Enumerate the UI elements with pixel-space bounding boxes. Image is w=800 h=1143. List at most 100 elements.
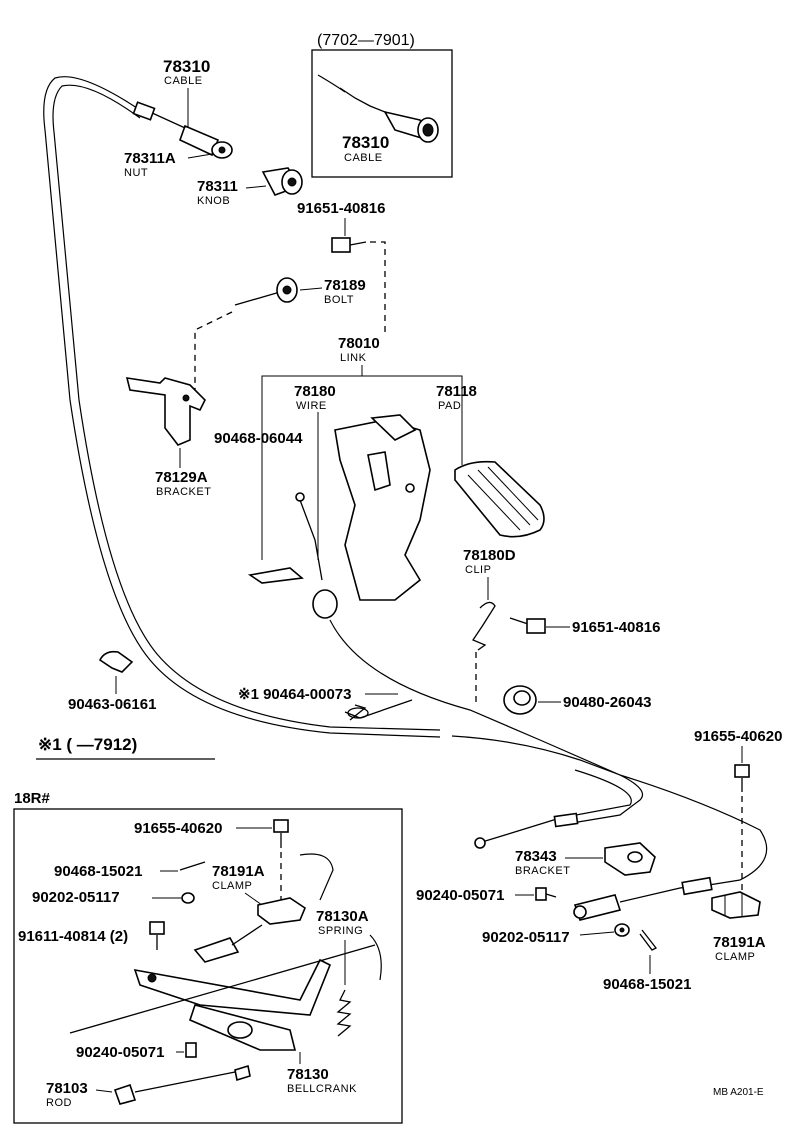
rod-body [134,1071,236,1093]
part-number: 91655-40620 [694,728,782,745]
wire-end-ball [295,492,305,502]
pedal-arm-slot [367,451,391,492]
inset-frame [311,49,453,178]
cable-top-sleeve [132,101,156,121]
tie-wire [344,699,413,721]
part-number: 90480-26043 [563,694,651,711]
lever-eye [573,905,587,919]
part-name: PAD [438,400,461,412]
leader-78311 [245,185,267,189]
part-90468-15021-right: 90468-15021 [603,929,691,993]
part-name: BRACKET [515,865,570,877]
dashed-link-91651 [370,241,386,335]
part-91651-top: 91651-40816 [297,200,386,335]
clip-90468-shape [247,567,304,584]
part-90464: ※1 90464-00073 [238,686,413,721]
part-78191A-right: 78191A CLAMP [711,891,766,963]
part-number: 91655-40620 [134,820,222,837]
part-90480: 90480-26043 [503,685,651,715]
pin-shank [545,893,557,898]
part-name: CLIP [465,564,491,576]
bellcrank-plate [133,958,332,1016]
part-number: 91611-40814 (2) [18,928,128,945]
cable-to-clip [559,774,644,826]
sheet-code: MB A201-E [713,1087,764,1098]
cable-loop-inner [52,84,441,731]
part-number: 90468-15021 [603,976,691,993]
cable-top-nut-hole [218,146,226,154]
part-number: 78010 [338,335,380,352]
dashed-link-78189 [194,311,233,395]
part-name: CABLE [164,75,203,87]
bolt-shank [349,241,367,246]
wire-cable-run [329,619,621,776]
part-number: 90240-05071 [416,887,504,904]
bolt-head [734,764,750,778]
link-group-bracket [261,375,463,560]
box-long-rod [69,944,376,1034]
part-number: 90202-05117 [32,889,120,906]
part-90240-right: 90240-05071 [416,887,557,904]
pad-rib-3 [487,466,539,521]
bracket-78343-hole [627,851,643,863]
pad-rib-1 [467,474,521,531]
part-91651-right: 91651-40816 [509,617,660,636]
pin-box [185,1042,197,1058]
part-number: 90202-05117 [482,929,570,946]
part-78180D-clip: 78180D CLIP [463,547,516,705]
part-number: 78180 [294,383,336,400]
part-number: 78180D [463,547,516,564]
part-number: 78310 [163,57,210,76]
part-name: NUT [124,167,148,179]
cable-lower-run [451,735,621,776]
rod-end-left [113,1083,137,1105]
box-cable-right [369,934,382,981]
clip-90463-shape [98,650,134,673]
cotter-pin [639,929,657,951]
leader-78191A-box [244,892,263,906]
part-number: 90468-15021 [54,863,142,880]
part-name: BOLT [324,294,354,306]
part-name: WIRE [296,400,327,412]
knob-hole [287,177,297,187]
part-name: BELLCRANK [287,1083,357,1095]
inset-panel: (7702—7901) 78310 CABLE [311,32,453,178]
part-number: 78130 [287,1066,329,1083]
part-78180-wire: 78180 WIRE [294,383,621,776]
part-number: 91651-40816 [297,200,385,217]
bolt-head [273,819,289,833]
bolt-shank [509,617,529,625]
part-number: 78191A [212,863,265,880]
part-name: KNOB [197,195,230,207]
part-name: SPRING [318,925,363,937]
rod-eye [474,837,486,849]
cotter-pin-box [179,861,206,871]
part-number: 78129A [155,469,208,486]
part-78311-knob: 78311 KNOB [197,167,303,207]
box-cable [299,853,334,901]
inset-knob-hole [422,123,434,137]
clamp-box-shape [257,897,306,925]
part-number: 78311A [124,150,176,167]
part-name: CLAMP [715,951,755,963]
part-number: 78343 [515,848,557,865]
cable-right-loop [619,774,768,889]
part-90202-right: 90202-05117 [482,923,630,946]
part-number: 78310 [342,133,389,152]
leader-90202-right [579,931,615,936]
washer-hole [619,927,625,933]
bellcrank-pivot [227,1021,253,1039]
box-link-rod [231,924,263,946]
engine-box-frame [13,808,403,1124]
leader-78311A [187,153,213,159]
part-78129A-bracket: 78129A BRACKET [125,377,211,498]
part-78311A-nut: 78311A NUT [124,150,213,179]
part-number: 78130A [316,908,369,925]
part-name: LINK [340,352,367,364]
clamp-shape [711,891,761,919]
engine-label: 18R# [14,790,51,807]
wire-body [299,499,323,581]
clip-wire [472,601,496,651]
